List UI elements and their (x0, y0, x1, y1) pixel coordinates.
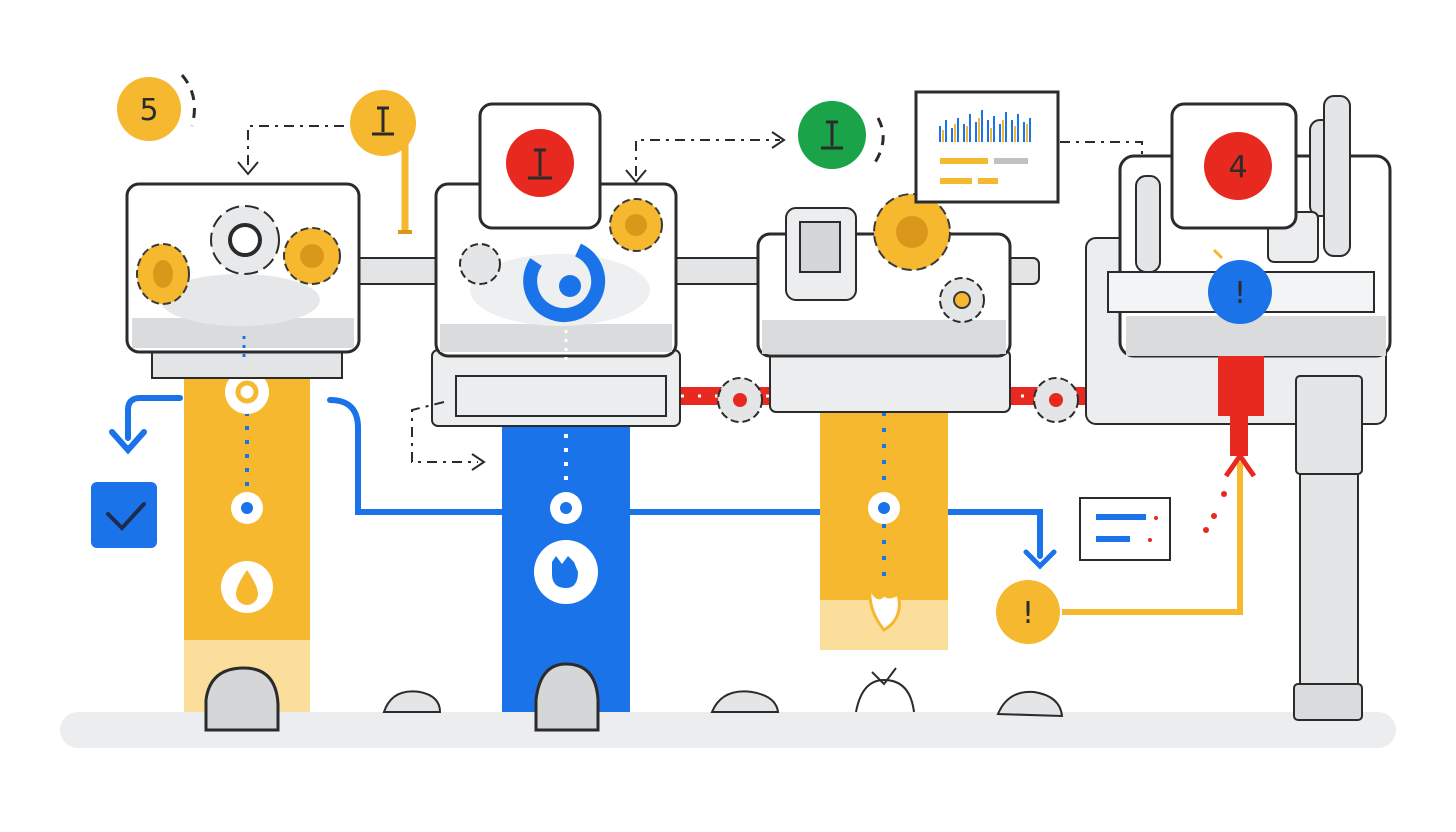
blue-arrowhead-right (1023, 549, 1057, 570)
pipe-alert-badge (996, 580, 1060, 644)
machine-2 (431, 102, 681, 427)
analytics-card (914, 90, 1060, 204)
blue-flow-pipe (125, 395, 1043, 559)
dashed-connector (635, 139, 780, 176)
checkmark-icon (106, 502, 146, 531)
blue-arrowhead-left (109, 429, 147, 455)
column-yellow-1 (184, 358, 310, 712)
dashed-connector (1060, 141, 1143, 160)
yellow-feed-pipe (1062, 462, 1243, 615)
exhaust-pipe (1293, 375, 1363, 721)
ground-rocks (204, 662, 1064, 732)
sprocket-icon (717, 377, 763, 423)
alert-badge-blue (1208, 260, 1272, 324)
fist-icon (552, 556, 578, 588)
dashed-curve (180, 74, 196, 127)
sprocket-icon (1033, 377, 1079, 423)
gear-icon (136, 243, 190, 305)
pipe-alert-label: ! (1022, 596, 1034, 631)
arrowhead (471, 453, 486, 471)
count-badge-red (1204, 132, 1272, 200)
gear-icon (609, 198, 663, 252)
gear-icon (283, 227, 341, 285)
signpost-icon (528, 148, 552, 180)
machine4-alert-label: ! (1234, 276, 1246, 311)
ground-strip (60, 712, 1396, 748)
gear-icon (210, 205, 280, 275)
gear-icon (459, 243, 501, 285)
refresh-icon (523, 243, 606, 322)
step-count-badge (117, 77, 181, 141)
flame-icon (868, 582, 901, 632)
machine-1 (125, 182, 361, 379)
drop-icon (236, 570, 258, 605)
gear-icon (873, 193, 951, 271)
machine4-count-label: 4 (1228, 150, 1247, 185)
step-count-label: 5 (139, 93, 158, 128)
dashed-curve (872, 117, 885, 165)
arrowhead (625, 169, 647, 184)
status-card (1079, 497, 1171, 561)
gear-icon (939, 277, 985, 323)
arrowhead (237, 161, 259, 176)
bar-chart-icon (939, 110, 1031, 142)
machine-4: 4 ! (1085, 95, 1392, 425)
machine-3 (756, 193, 1012, 413)
signpost-icon (821, 120, 843, 150)
arrowhead (771, 131, 786, 149)
dashed-connector (247, 125, 344, 168)
signpost-icon (372, 106, 394, 136)
checkbox[interactable] (91, 482, 157, 548)
dashed-connector (411, 401, 478, 463)
red-leak (1203, 356, 1264, 533)
